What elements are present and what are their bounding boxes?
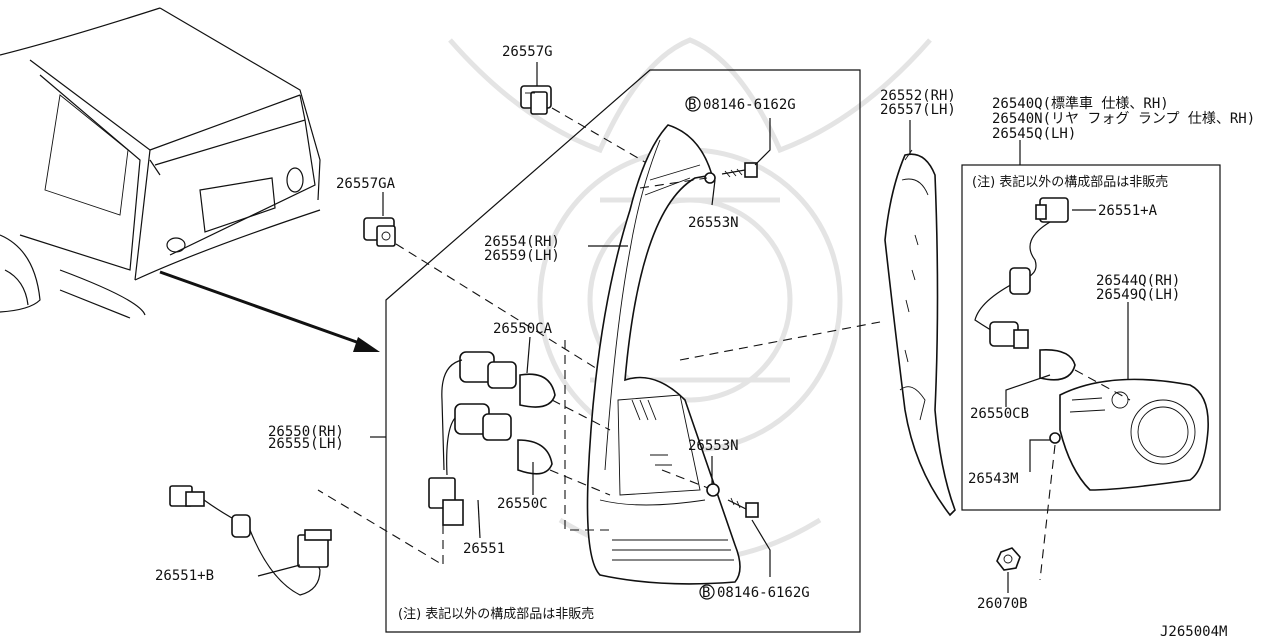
clip-26557ga (363, 217, 396, 247)
grommet-26543m (1049, 432, 1061, 444)
leader-lines (257, 62, 1129, 593)
leader-26550ca (564, 340, 610, 531)
socket-upper (459, 351, 556, 408)
bolt-marker-top (685, 96, 701, 112)
label-26551: 26551 (463, 541, 505, 557)
nut-26070b (996, 547, 1021, 571)
label-26555-lh: 26555(LH) (268, 436, 344, 452)
label-26557ga: 26557GA (336, 176, 396, 192)
bolt-marker-top-letter: B (688, 97, 696, 113)
leader-26557g (551, 107, 651, 166)
label-26550-rh: 26550(RH) (268, 424, 344, 440)
harness-26551 (428, 359, 464, 526)
leader-bolt-top (639, 177, 708, 189)
label-26540q: 26540Q(標準車 仕様、RH) (992, 95, 1169, 112)
label-bolt-bottom: 08146-6162G (717, 585, 810, 601)
leader-bulb-upper (551, 399, 611, 431)
label-26550c: 26550C (497, 496, 548, 512)
fog-harness-26551a (974, 197, 1076, 381)
leader-fog-bulb (1074, 369, 1131, 401)
label-26540n: 26540N(リヤ フォグ ランプ 仕様、RH) (992, 111, 1255, 127)
label-26552-rh: 26552(RH) (880, 88, 956, 104)
finisher-lens (884, 149, 956, 517)
harness-26551b (169, 485, 332, 596)
label-26559-lh: 26559(LH) (484, 248, 560, 264)
label-26545q: 26545Q(LH) (992, 126, 1076, 142)
main-box-note: (注) 表記以外の構成部品は非販売 (398, 606, 594, 622)
bolt-top (704, 162, 758, 184)
label-26070b: 26070B (977, 596, 1028, 612)
label-26557-lh: 26557(LH) (880, 102, 956, 118)
vehicle-rear-sketch (0, 7, 321, 319)
clip-26557g (520, 85, 552, 115)
bolt-bottom (706, 483, 759, 518)
socket-lower (454, 403, 553, 475)
bolt-marker-bottom-letter: B (702, 585, 710, 601)
leader-bulb-lower (549, 469, 611, 496)
label-26553n-mid: 26553N (688, 438, 739, 454)
leader-26551 (317, 489, 444, 566)
fog-lamp-box (961, 164, 1221, 511)
leader-finisher (679, 321, 881, 361)
diagram-id: J265004M (1160, 624, 1227, 639)
label-26550cb: 26550CB (970, 406, 1029, 422)
leader-bolt-bottom (661, 469, 709, 489)
label-26544q-rh: 26544Q(RH) (1096, 273, 1180, 289)
leader-26557ga (395, 243, 616, 381)
label-26551b: 26551+B (155, 568, 214, 584)
label-26549q-lh: 26549Q(LH) (1096, 287, 1180, 303)
fog-box-note: (注) 表記以外の構成部品は非販売 (972, 174, 1168, 190)
main-assembly-box (385, 69, 861, 633)
rear-combination-lamp (586, 124, 741, 585)
leader-26070b (1039, 444, 1056, 581)
label-26550ca: 26550CA (493, 321, 553, 337)
label-26554-rh: 26554(RH) (484, 234, 560, 250)
label-bolt-top: 08146-6162G (703, 97, 796, 113)
fog-lamp-26544q (1059, 378, 1209, 491)
bolt-marker-bottom (699, 584, 715, 600)
label-26553n-top: 26553N (688, 215, 739, 231)
pointer-arrow (159, 270, 380, 352)
label-26551a: 26551+A (1098, 203, 1158, 219)
label-26557g: 26557G (502, 44, 553, 60)
label-26543m: 26543M (968, 471, 1019, 487)
